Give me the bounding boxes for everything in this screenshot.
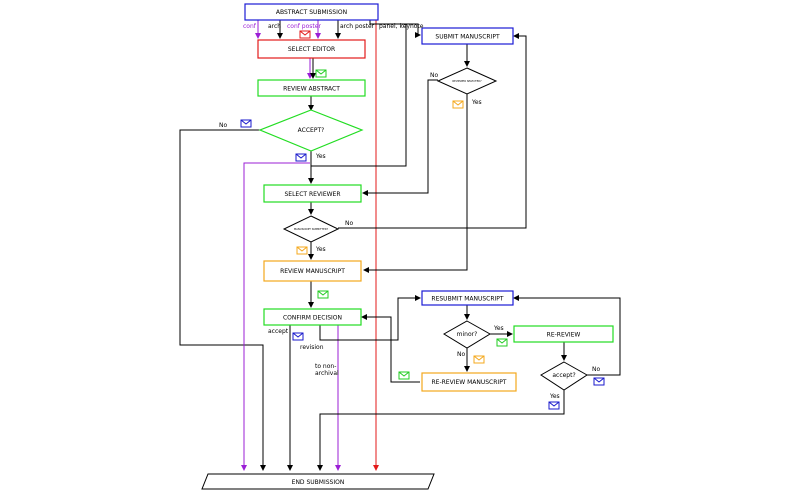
edge-accept-small-yes <box>317 390 565 471</box>
label-manuscript-no: No <box>345 220 353 227</box>
mail-icon <box>296 246 308 255</box>
label-manuscript-yes: Yes <box>315 246 326 253</box>
node-select-reviewer: SELECT REVIEWER <box>263 184 362 203</box>
node-select-reviewer-label: SELECT REVIEWER <box>284 191 340 198</box>
mail-icon <box>452 100 464 109</box>
label-revision-out: revision <box>300 344 324 351</box>
node-resubmit-manuscript: RESUBMIT MANUSCRIPT <box>421 290 514 306</box>
edges <box>179 20 621 471</box>
node-select-editor-label: SELECT EDITOR <box>288 46 335 53</box>
node-end-submission: END SUBMISSION <box>201 473 435 490</box>
node-resubmit-manuscript-label: RESUBMIT MANUSCRIPT <box>431 296 504 303</box>
node-accept: ACCEPT? <box>258 109 364 152</box>
label-conf-poster: conf poster <box>287 23 321 30</box>
edge-abstract-submit <box>369 20 421 38</box>
label-conf: conf <box>243 23 257 30</box>
label-reviewer-no: No <box>430 72 438 79</box>
mail-icon <box>496 338 508 347</box>
node-confirm-decision-label: CONFIRM DECISION <box>283 315 342 322</box>
label-minor-no: No <box>457 351 465 358</box>
node-minor: minor? <box>443 320 491 349</box>
edge-accept-submit <box>311 24 407 167</box>
node-re-review-label: RE-REVIEW <box>547 332 581 339</box>
mail-icon <box>473 355 485 364</box>
label-panel-keynote: panel, keynote <box>379 23 424 30</box>
node-reviewer-selected-label: REVIEWER SELECTED? <box>452 79 482 83</box>
nodes: ABSTRACT SUBMISSION SELECT EDITOR REVIEW… <box>201 3 614 490</box>
mail-icon <box>548 401 560 410</box>
node-reviewer-selected: REVIEWER SELECTED? <box>436 67 498 95</box>
label-arch: arch <box>268 23 281 30</box>
edge-confirm-revision <box>319 295 421 341</box>
node-accept-small: accept? <box>540 361 588 391</box>
mail-icon <box>398 371 410 380</box>
label-accept-small-yes: Yes <box>549 393 560 400</box>
node-re-review-manuscript: RE-REVIEW MANUSCRIPT <box>421 372 517 392</box>
node-review-manuscript: REVIEW MANUSCRIPT <box>263 260 362 282</box>
label-non-archival-2: archival <box>315 370 339 377</box>
edge-rerm-confirm <box>361 314 420 383</box>
mail-icon <box>299 30 311 39</box>
label-accept-yes: Yes <box>315 153 326 160</box>
mail-icon <box>317 290 329 299</box>
node-select-editor: SELECT EDITOR <box>257 39 366 59</box>
mail-icon <box>240 119 252 128</box>
node-abstract-submission-label: ABSTRACT SUBMISSION <box>276 9 347 16</box>
node-re-review-manuscript-label: RE-REVIEW MANUSCRIPT <box>432 379 507 386</box>
node-submit-manuscript: SUBMIT MANUSCRIPT <box>421 27 514 45</box>
edge-labels: conf arch conf poster arch poster panel,… <box>219 23 600 400</box>
node-abstract-submission: ABSTRACT SUBMISSION <box>244 3 379 21</box>
edge-msubmitted-no <box>338 33 527 229</box>
edge-accept-small-no <box>513 295 621 376</box>
node-submit-manuscript-label: SUBMIT MANUSCRIPT <box>435 34 500 41</box>
mail-icons <box>240 30 605 410</box>
node-minor-label: minor? <box>457 331 478 338</box>
node-review-manuscript-label: REVIEW MANUSCRIPT <box>280 268 345 275</box>
node-manuscript-submitted-label: MANUSCRIPT SUBMITTED? <box>294 227 329 231</box>
node-accept-small-label: accept? <box>552 372 575 379</box>
label-reviewer-yes: Yes <box>471 99 482 106</box>
mail-icon <box>315 69 327 78</box>
edge-accept-no <box>179 129 266 471</box>
node-confirm-decision: CONFIRM DECISION <box>263 308 362 326</box>
mail-icon <box>593 377 605 386</box>
mail-icon <box>292 332 304 341</box>
edge-rselected-yes <box>363 94 468 273</box>
node-review-abstract-label: REVIEW ABSTRACT <box>283 86 340 93</box>
label-arch-poster: arch poster <box>340 23 375 30</box>
node-re-review: RE-REVIEW <box>513 325 614 343</box>
label-accept-out: accept <box>268 328 289 335</box>
mail-icon <box>295 153 307 162</box>
label-accept-no: No <box>219 122 227 129</box>
node-accept-label: ACCEPT? <box>298 127 325 134</box>
label-non-archival-1: to non- <box>315 363 336 370</box>
node-manuscript-submitted: MANUSCRIPT SUBMITTED? <box>282 215 340 243</box>
node-review-abstract: REVIEW ABSTRACT <box>257 79 366 97</box>
edge-accept-purple <box>241 162 310 471</box>
label-accept-small-no: No <box>592 366 600 373</box>
label-minor-yes: Yes <box>493 325 504 332</box>
edge-rselected-no <box>362 79 438 196</box>
node-end-submission-label: END SUBMISSION <box>292 479 345 486</box>
